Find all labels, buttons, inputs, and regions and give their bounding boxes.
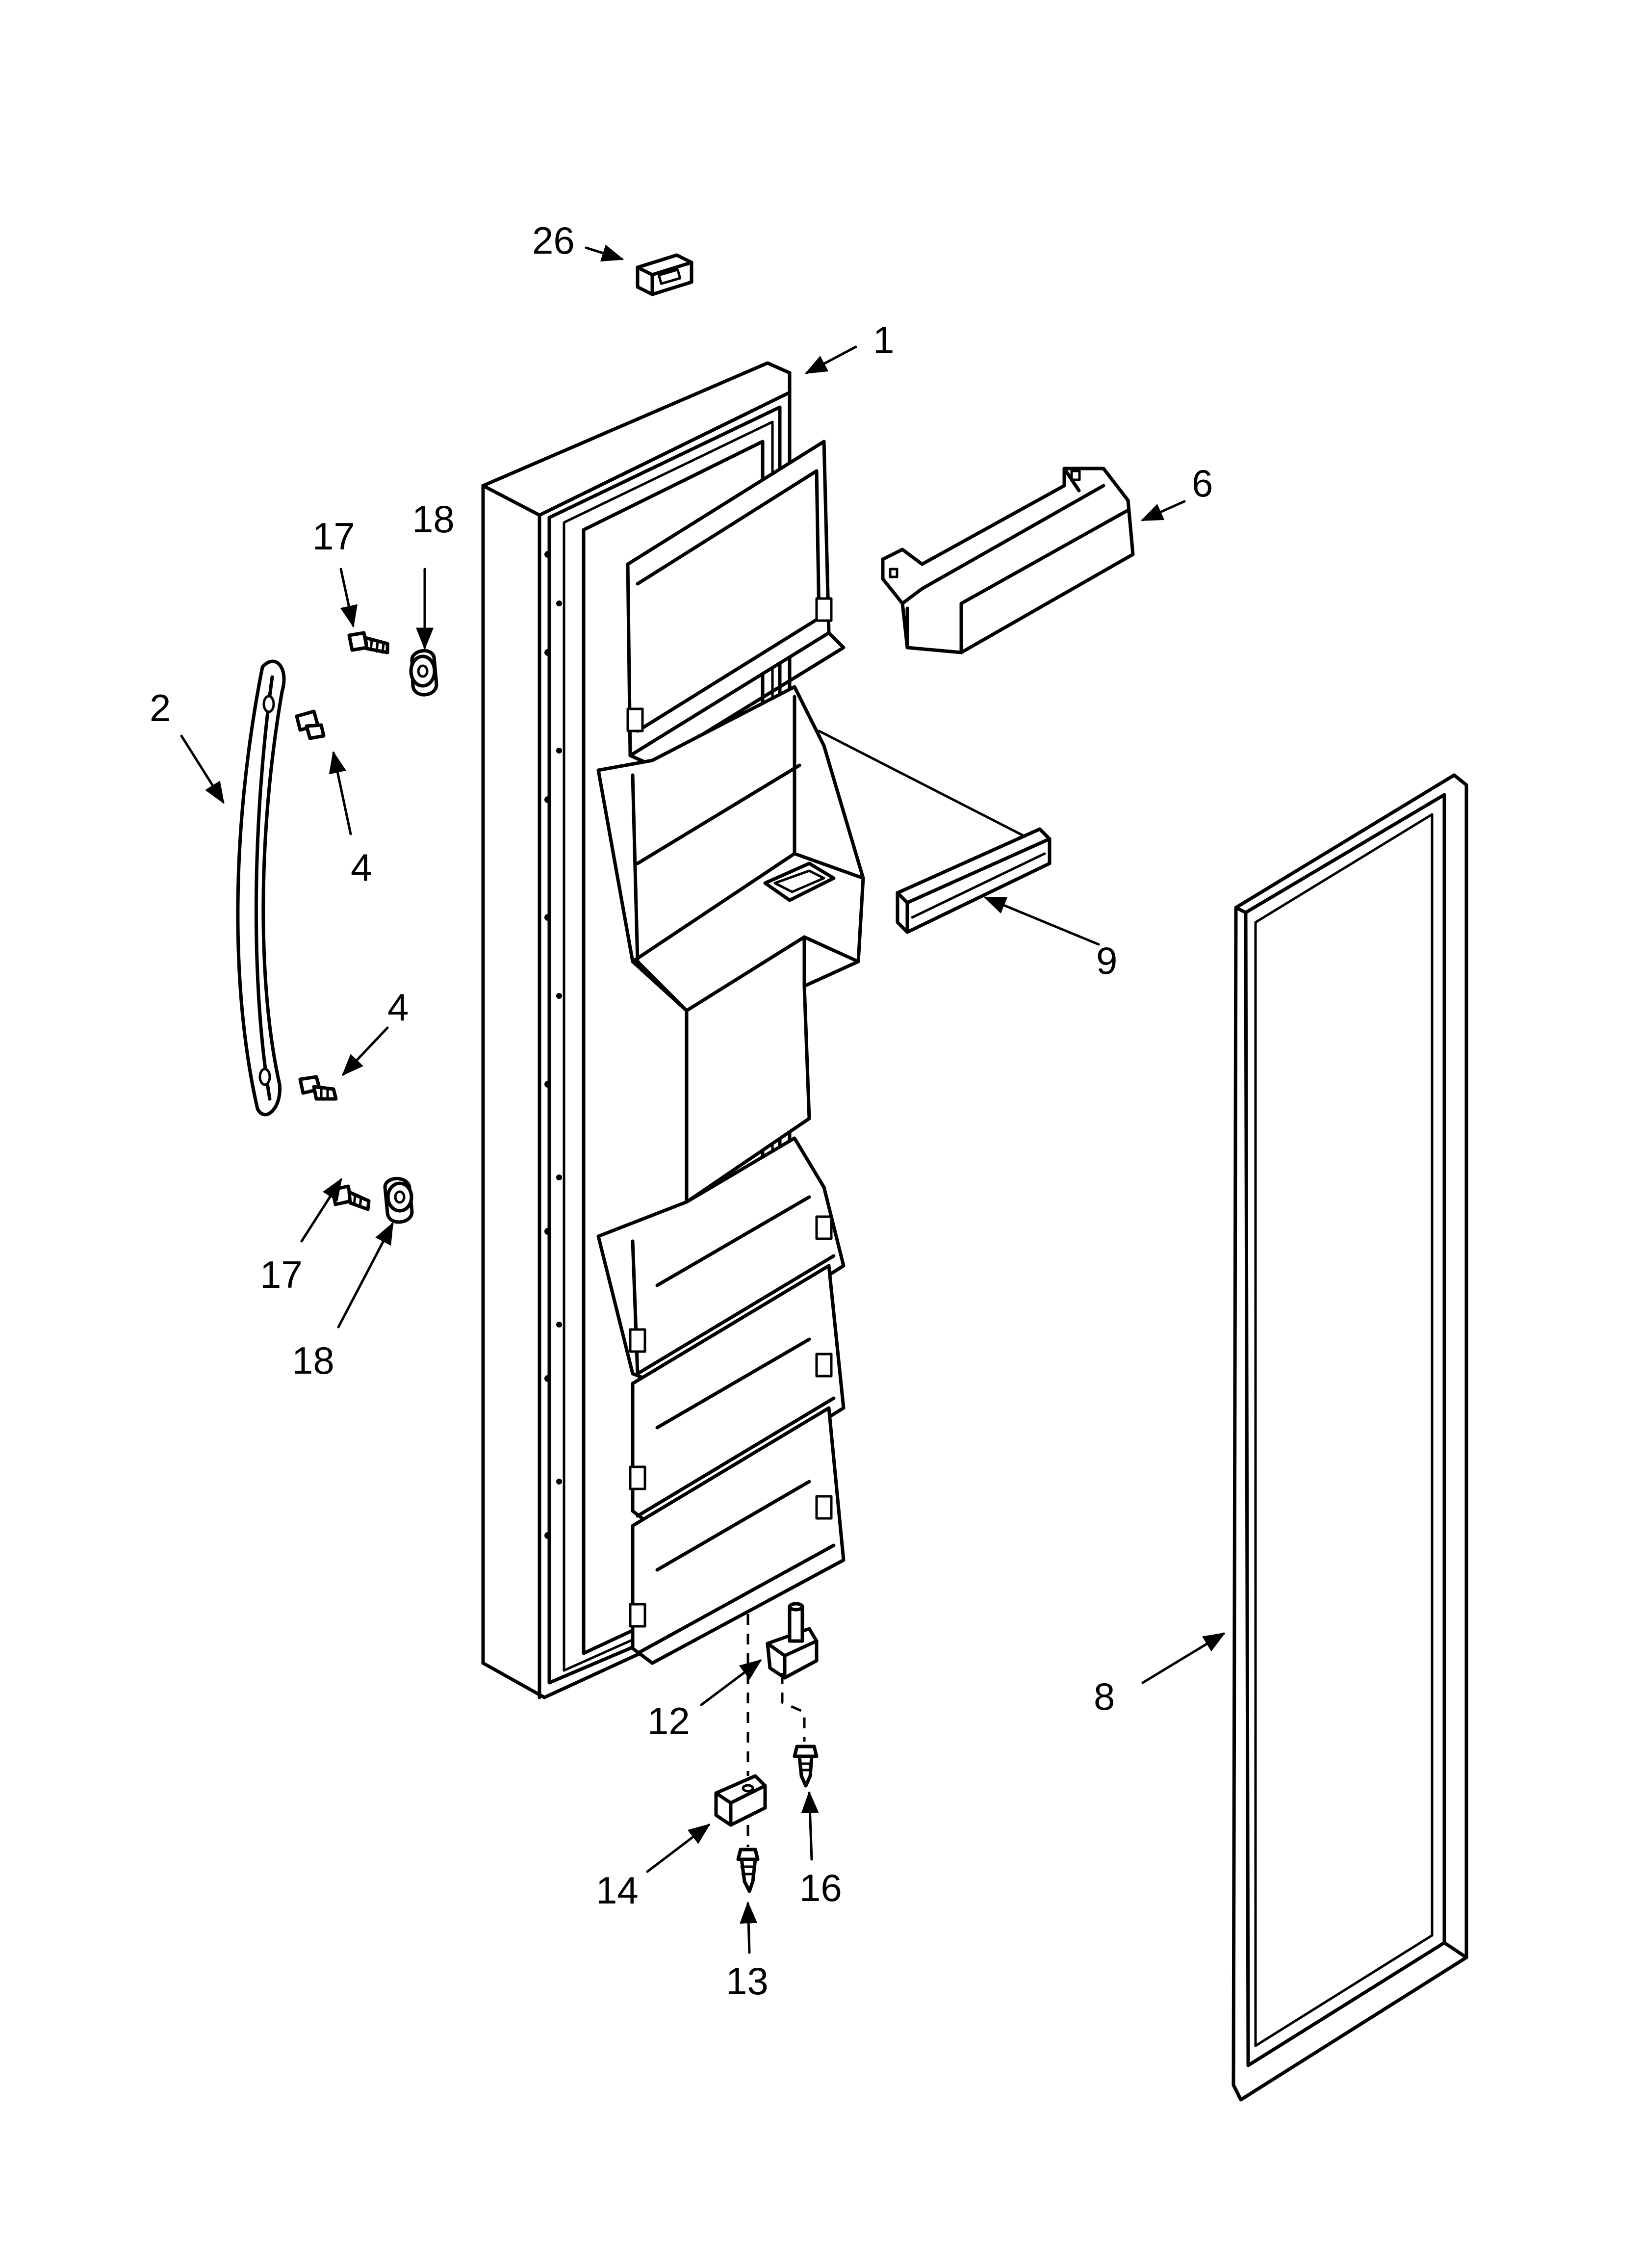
- arrow-17-upper: [339, 568, 358, 628]
- arrow-4-upper: [329, 751, 352, 835]
- arrow-6: [1140, 500, 1186, 521]
- part-13-screw: [736, 1848, 760, 1893]
- callout-13: 13: [726, 1959, 769, 2003]
- door-screw-holes: [544, 551, 562, 1539]
- callout-17-lower: 17: [260, 1253, 303, 1296]
- callout-26: 26: [532, 219, 575, 262]
- spacer-18-upper: [409, 649, 438, 697]
- callout-16: 16: [799, 1866, 842, 1909]
- arrow-17-lower: [300, 1178, 342, 1243]
- screw-4-lower: [298, 1075, 338, 1101]
- callout-4-upper: 4: [351, 846, 372, 889]
- arrow-14: [646, 1824, 711, 1873]
- callout-9: 9: [1096, 939, 1117, 982]
- callout-1: 1: [873, 318, 894, 362]
- part-14-hinge-bracket: [714, 1774, 767, 1827]
- alignment-line-screw-16: [781, 1673, 806, 1742]
- arrow-1: [805, 345, 857, 374]
- part-16-screw: [793, 1745, 819, 1788]
- callout-6: 6: [1192, 462, 1213, 505]
- part-12-hinge-pin: [766, 1602, 819, 1680]
- arrow-26: [585, 244, 624, 261]
- part-2-handle: [236, 659, 286, 1117]
- arrow-8: [1141, 1632, 1226, 1684]
- callout-12: 12: [647, 1699, 690, 1743]
- callout-2: 2: [150, 686, 171, 730]
- callout-14: 14: [596, 1869, 639, 1912]
- part-8-gasket: [1232, 773, 1468, 2102]
- spacer-18-lower: [383, 1176, 414, 1224]
- callout-labels: 26 1 6 17 18 2 4 9 4 17 18 12 8 14 16 13: [150, 219, 1213, 2003]
- callout-18-lower: 18: [292, 1339, 334, 1382]
- part-1-door: [481, 361, 865, 1699]
- screw-4-upper: [295, 709, 326, 740]
- callout-4-lower: 4: [387, 986, 409, 1029]
- leader-arrows: [180, 244, 1226, 1954]
- callout-18-upper: 18: [412, 497, 455, 541]
- arrow-12: [700, 1659, 762, 1706]
- arrow-13: [740, 1901, 758, 1954]
- screw-17-lower: [331, 1184, 371, 1211]
- part-6-door-bin: [881, 467, 1135, 654]
- callout-8: 8: [1094, 1675, 1115, 1718]
- part-26-connector: [636, 253, 693, 296]
- callout-17-upper: 17: [312, 515, 355, 558]
- arrow-2: [180, 734, 225, 804]
- arrow-16: [801, 1791, 819, 1861]
- arrow-4-lower: [341, 1026, 389, 1076]
- arrow-9: [983, 896, 1100, 946]
- part-9-trim-rail: [818, 730, 1052, 934]
- arrow-18-lower: [337, 1222, 394, 1329]
- screw-17-upper: [347, 631, 389, 654]
